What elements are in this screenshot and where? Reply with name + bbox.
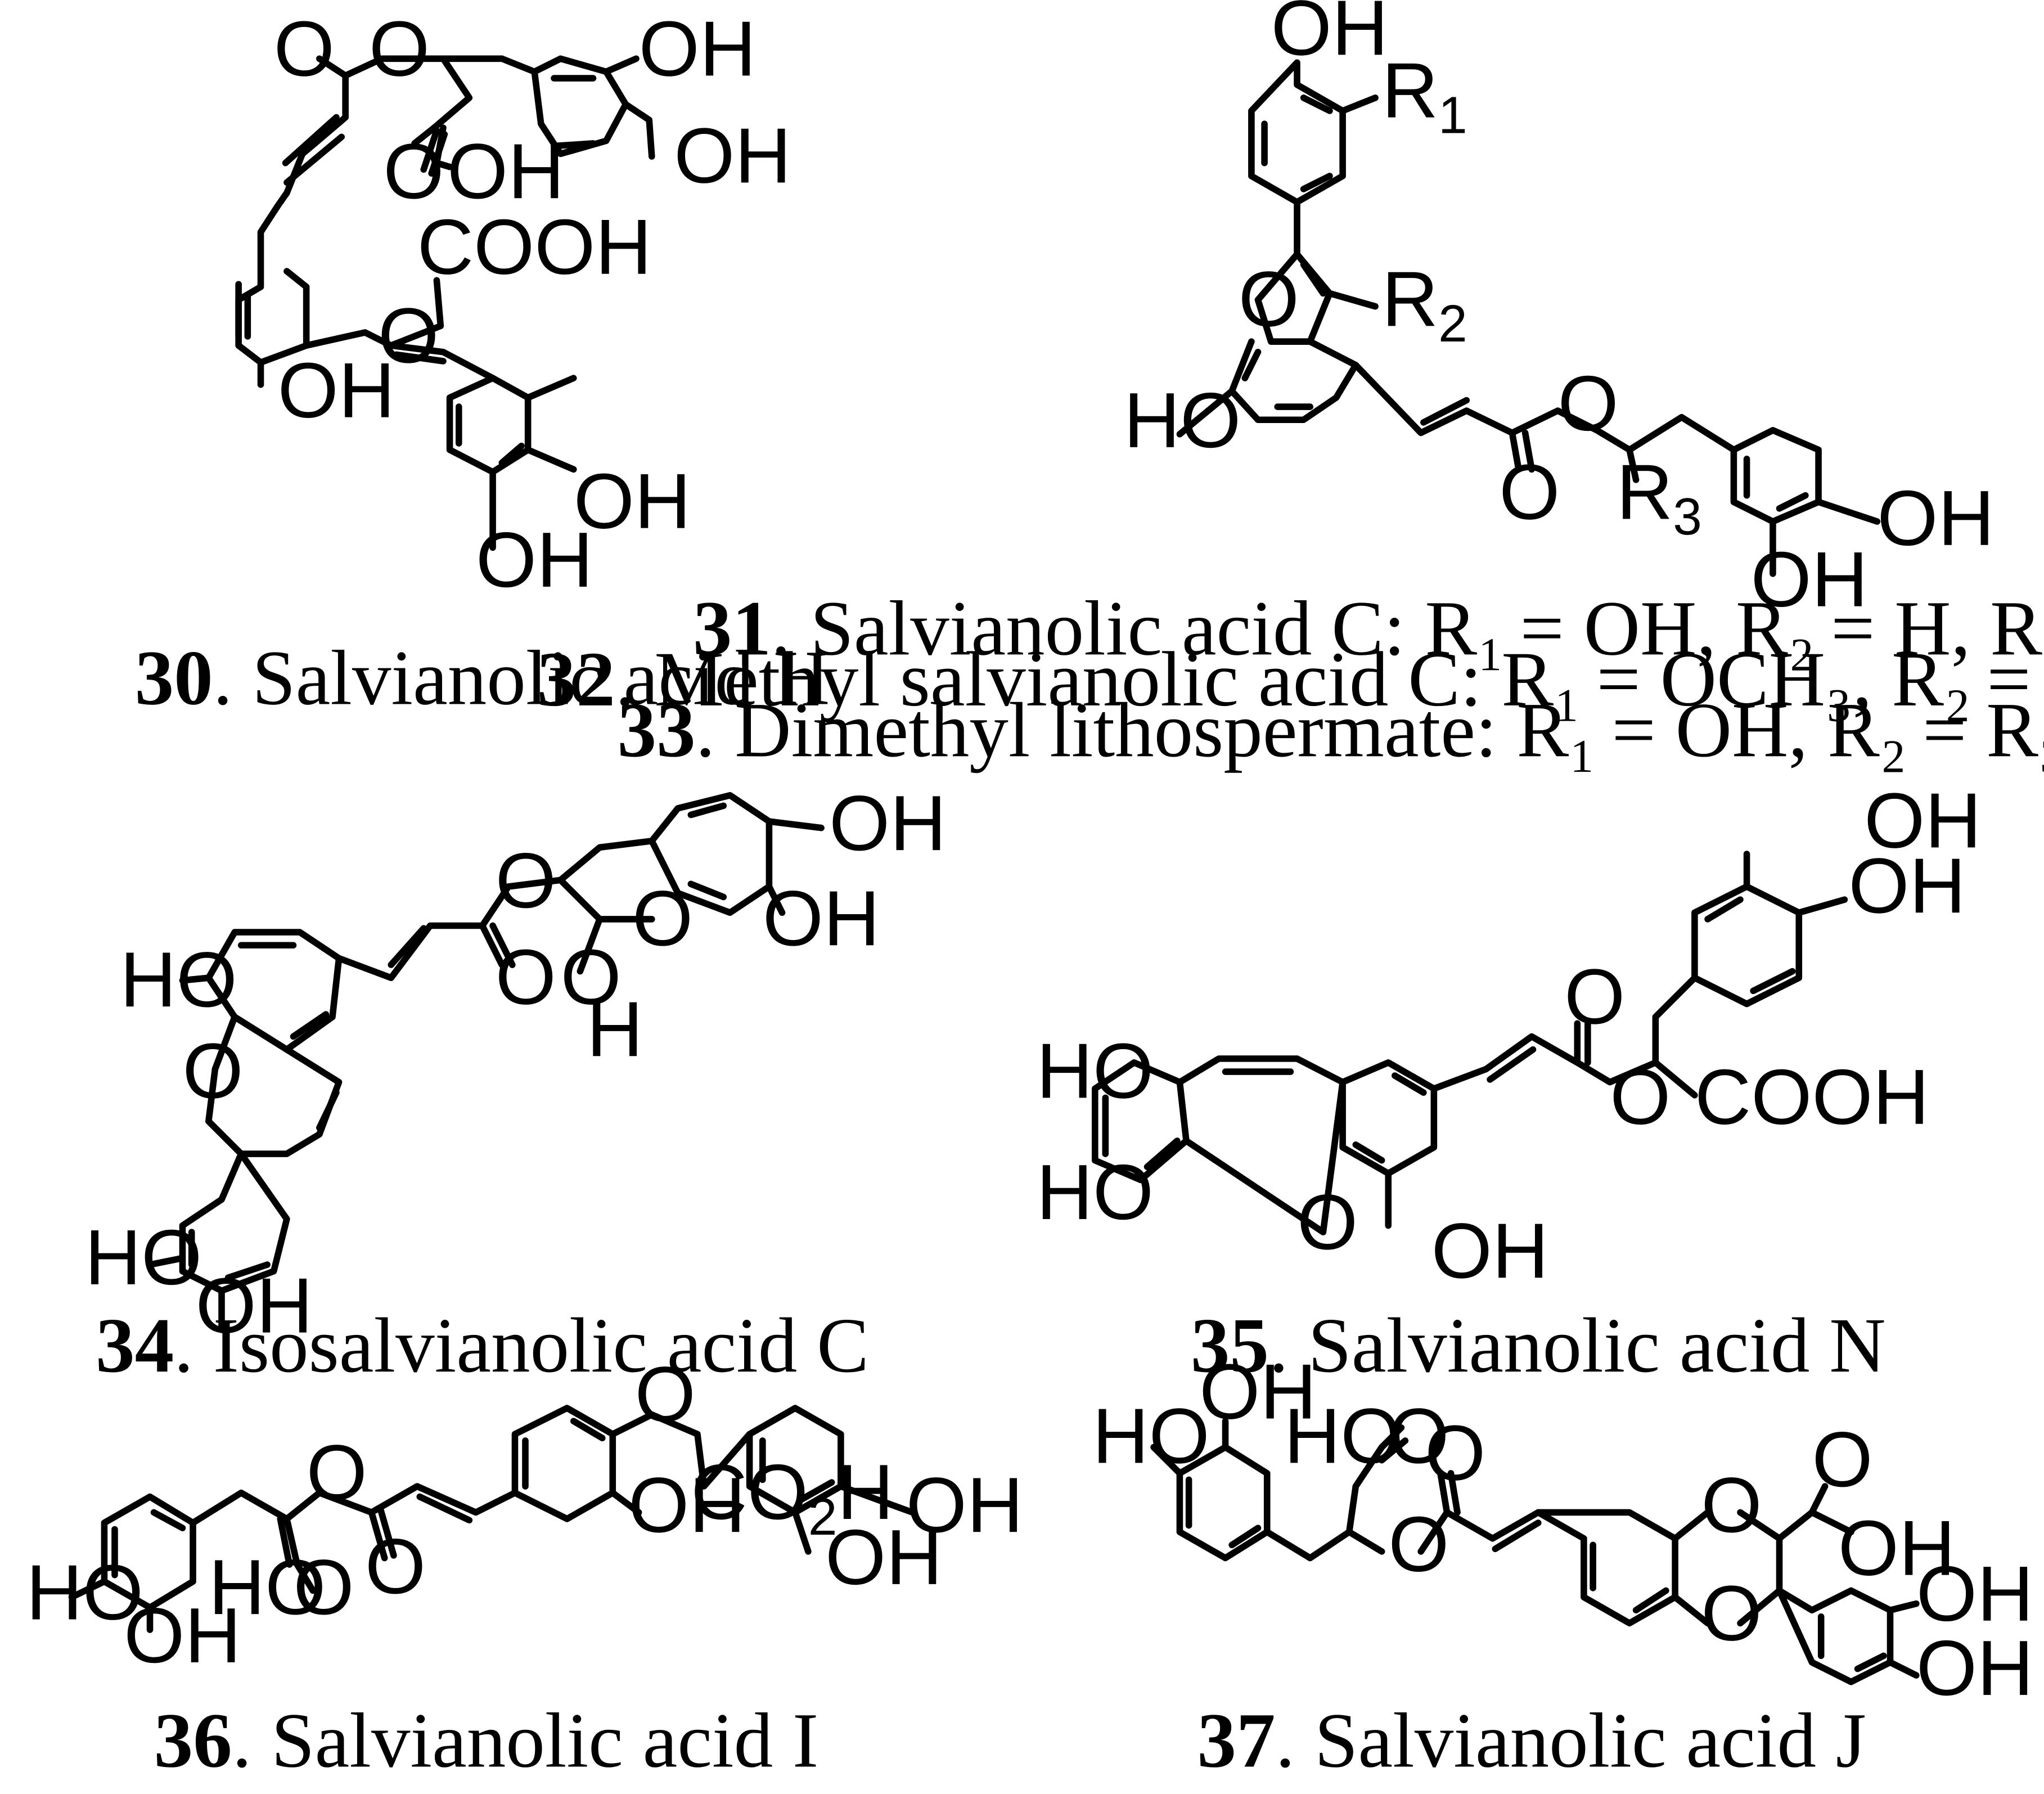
compound-number: 35 xyxy=(1191,1302,1269,1389)
substituents: R₁ = OH, R₂ = R₃ = COOCH₃ xyxy=(1516,687,2044,774)
substituents: R₁ = OH, R₂ = H, R₃ = COOH xyxy=(1425,585,2044,672)
hydroxyl-label: OH xyxy=(1877,475,1995,562)
ester-oxygen-label: O xyxy=(307,1429,367,1516)
cooh-label: COOH xyxy=(417,204,652,291)
compound-name: Dimethyl lithospermate xyxy=(735,687,1475,774)
hydroxyl-label: OH xyxy=(1864,777,1982,864)
carbonyl-oxygen-label: O xyxy=(496,934,556,1021)
caption-35: 35. Salvianolic acid N xyxy=(1191,1302,1886,1389)
hydroxyl-label: HO xyxy=(26,1549,143,1636)
structure-31-33: OH R1 R2 O HO O O R3 OH OH xyxy=(1124,0,1995,623)
structure-30: O O OH OH O OH COOH O OH OH OH xyxy=(235,5,791,604)
co2h-label: CO2H xyxy=(691,1449,894,1546)
acid-hydroxyl-label: HO xyxy=(209,1544,326,1631)
hydroxyl-label: OH xyxy=(278,347,395,434)
hydroxyl-label: OH xyxy=(1199,1348,1317,1436)
oxepine-oxygen-label: O xyxy=(1297,1179,1358,1266)
carbonyl-oxygen-label: O xyxy=(1499,448,1560,536)
dioxane-oxygen-label: O xyxy=(1701,1462,1762,1549)
hydroxyl-label: OH xyxy=(1431,1207,1549,1294)
ether-oxygen-label: O xyxy=(635,1351,696,1438)
hydroxyl-label: HO xyxy=(120,936,237,1023)
structure-36: HO OH HO O O O O OH CO2H OH OH xyxy=(26,1351,1023,1679)
acid-hydroxyl-label: HO xyxy=(1284,1392,1402,1480)
acid-hydroxyl-label: OH xyxy=(447,128,565,215)
carbonyl-oxygen-label: O xyxy=(365,1523,426,1610)
hydroxyl-label: HO xyxy=(1036,1149,1154,1236)
carbonyl-oxygen-label: O xyxy=(1425,1409,1485,1496)
hydroxyl-label: OH xyxy=(1848,842,1966,929)
ester-oxygen-label: O xyxy=(496,837,556,924)
hydroxyl-label: HO xyxy=(85,1214,202,1301)
structure-34: HO O HO OH O O O O H OH OH xyxy=(85,780,947,1350)
acid-carbonyl-oxygen-label: O xyxy=(1388,1392,1449,1480)
acid-hydrogen-label: H xyxy=(587,986,643,1073)
hydroxyl-label: HO xyxy=(1036,1027,1154,1114)
acid-carbonyl-oxygen-label: O xyxy=(632,875,693,962)
acid-carbonyl-oxygen-label: O xyxy=(383,128,444,215)
ester-oxygen-label: O xyxy=(369,5,430,92)
hydroxyl-label: OH xyxy=(674,112,791,199)
acid-carbonyl-oxygen-label: O xyxy=(293,1544,354,1631)
compound-name: Salvianolic acid H xyxy=(252,635,830,721)
r1-label: R1 xyxy=(1382,47,1467,145)
hydroxyl-label: OH xyxy=(825,1514,943,1601)
carbonyl-oxygen-label: O xyxy=(274,5,335,92)
ester-oxygen-label: O xyxy=(1610,1054,1671,1141)
caption-32: 32. Methyl salvianolic acid C: R₁ = OCH₃… xyxy=(537,636,2044,723)
hydroxyl-label: OH xyxy=(829,780,947,867)
hydroxyl-label: OH xyxy=(763,875,880,962)
dioxane-oxygen-label: O xyxy=(1701,1570,1762,1657)
ester-oxygen-label: O xyxy=(1558,360,1619,447)
compound-number: 33 xyxy=(618,687,696,774)
furan-oxygen-label: O xyxy=(1239,255,1299,343)
caption-30: 30. Salvianolic acid H xyxy=(135,635,830,721)
compound-name: Salvianolic acid C xyxy=(811,585,1384,672)
compound-number: 32 xyxy=(537,636,615,723)
compound-name: Salvianolic acid N xyxy=(1308,1302,1885,1389)
hydroxyl-label: OH xyxy=(628,1462,746,1549)
substituents: R₁ = OCH₃, R₂ = H, R₃ = COOH xyxy=(1501,636,2044,723)
acid-oxygen-label: O xyxy=(561,934,622,1021)
ether-oxygen-label: O xyxy=(378,292,439,379)
compound-name: Methyl salvianolic acid C xyxy=(654,636,1460,723)
hydroxyl-label: OH xyxy=(1916,1625,2034,1712)
r2-label: R2 xyxy=(1382,255,1467,353)
oxepine-oxygen-label: O xyxy=(182,1027,243,1114)
hydroxyl-label: OH xyxy=(196,1262,313,1350)
acid-carbonyl-oxygen-label: O xyxy=(1812,1416,1872,1503)
hydroxyl-label: HO xyxy=(1092,1392,1210,1480)
hydroxyl-label: OH xyxy=(639,5,757,92)
hydroxyl-label: HO xyxy=(1124,377,1241,464)
ester-oxygen-label: O xyxy=(1388,1501,1449,1588)
structure-37: OH HO HO O O O O O O OH OH OH xyxy=(1092,1348,2033,1712)
compound-number: 30 xyxy=(135,635,213,721)
caption-37: 37. Salvianolic acid J xyxy=(1197,1697,1866,1784)
caption-36: 36. Salvianolic acid I xyxy=(154,1697,819,1784)
compound-number: 31 xyxy=(693,585,771,672)
structure-35: HO HO O OH O O COOH OH OH xyxy=(1036,777,1981,1294)
acid-hydroxyl-label: OH xyxy=(1838,1505,1956,1592)
hydroxyl-label: OH xyxy=(906,1462,1024,1549)
r3-label: R3 xyxy=(1617,448,1702,546)
hydroxyl-label: OH xyxy=(1751,536,1869,623)
compound-number: 37 xyxy=(1197,1697,1275,1784)
compound-number: 34 xyxy=(96,1302,174,1389)
hydroxyl-label: OH xyxy=(476,516,593,604)
caption-34: 34. Isosalvianolic acid C xyxy=(96,1302,869,1389)
cooh-label: COOH xyxy=(1695,1054,1929,1141)
compound-number: 36 xyxy=(154,1697,232,1784)
compound-name: Isosalvianolic acid C xyxy=(213,1302,869,1389)
compound-name: Salvianolic acid I xyxy=(271,1697,818,1784)
carbonyl-oxygen-label: O xyxy=(1564,953,1625,1040)
caption-31: 31. Salvianolic acid C: R₁ = OH, R₂ = H,… xyxy=(693,585,2044,672)
caption-33: 33. Dimethyl lithospermate: R₁ = OH, R₂ … xyxy=(618,687,2044,774)
hydroxyl-label: OH xyxy=(124,1592,241,1679)
hydroxyl-label: OH xyxy=(1916,1550,2034,1638)
hydroxyl-label: OH xyxy=(1271,0,1389,71)
hydroxyl-label: OH xyxy=(574,458,691,545)
compound-name: Salvianolic acid J xyxy=(1314,1697,1866,1784)
